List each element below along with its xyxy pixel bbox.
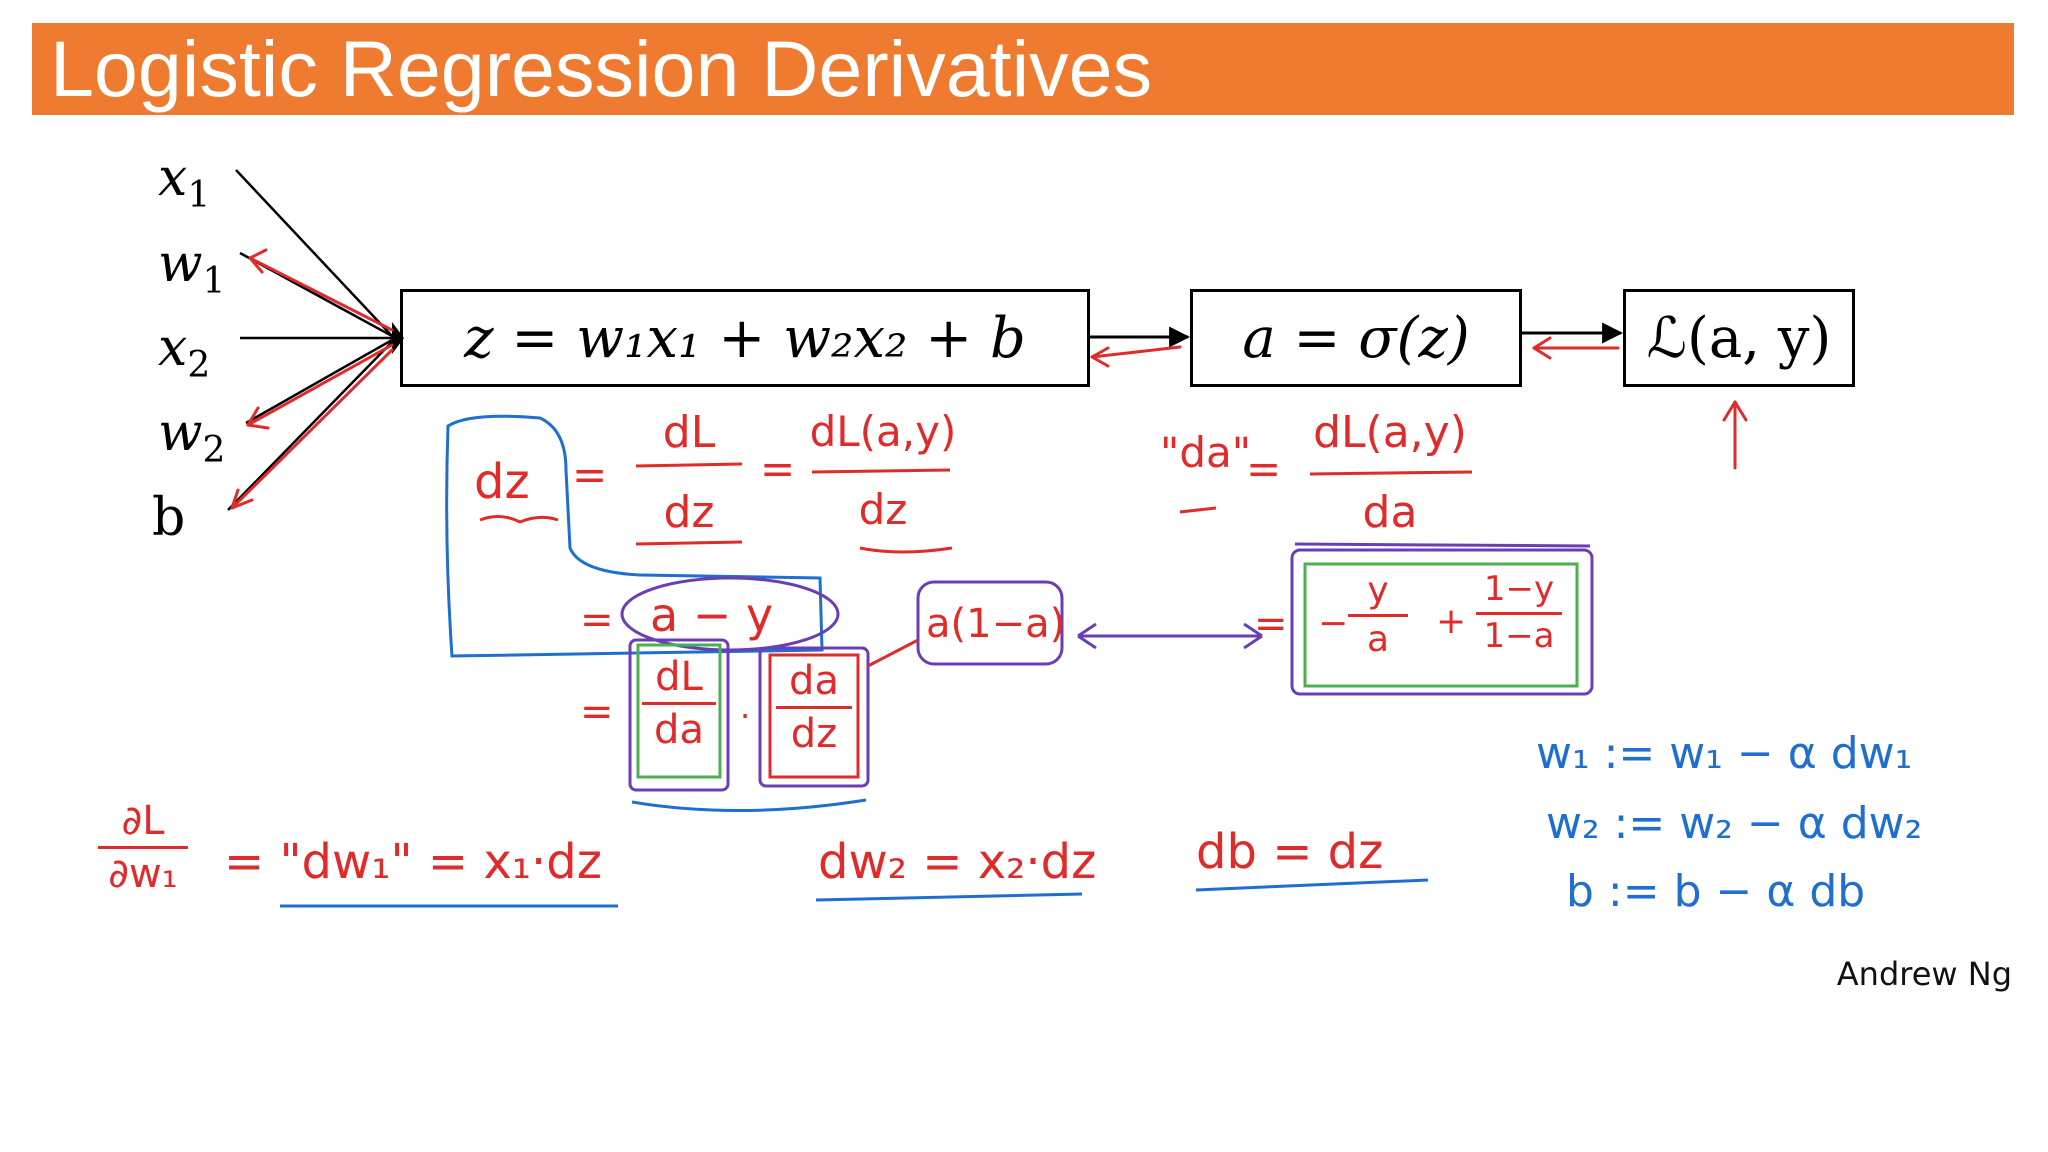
dl-da-green-box — [636, 643, 722, 779]
dw1-equation: = "dw₁" = x₁·dz — [224, 834, 602, 890]
dl-dw1-denominator: ∂w₁ — [108, 851, 178, 897]
blue-underlines — [280, 878, 1429, 908]
one-minus-y-bar — [1476, 611, 1562, 615]
a-minus-y-circle — [620, 576, 840, 652]
y-numerator: y — [1367, 570, 1389, 611]
loss-formula: ℒ(a, y) — [1646, 305, 1832, 371]
dl-da-bar — [642, 702, 716, 705]
dlay-numerator-2: dL(a,y) — [1313, 407, 1467, 458]
a-denominator: a — [1366, 618, 1390, 660]
dlda-expr-green-box — [1303, 562, 1579, 688]
y-over-a-fraction: y a — [1348, 572, 1408, 659]
one-minus-a-denominator: 1−a — [1483, 615, 1555, 656]
neg-sign: − — [1318, 603, 1349, 644]
equals-3: = — [1246, 444, 1282, 493]
z-formula: z = w₁x₁ + w₂x₂ + b — [464, 305, 1026, 371]
dl-dz-fraction: dL dz — [636, 407, 742, 539]
a-one-minus-a: a(1−a) — [926, 601, 1066, 647]
equals-5: = — [580, 689, 614, 735]
da-dz-purple-box — [758, 646, 870, 788]
da-dz-bar — [776, 706, 852, 709]
double-arrow — [1077, 622, 1263, 650]
slide-title: Logistic Regression Derivatives — [50, 24, 1153, 113]
equals-4: = — [580, 597, 614, 643]
loss-box: ℒ(a, y) — [1623, 289, 1855, 387]
equals-6: = — [1254, 601, 1288, 647]
dz-denominator: dz — [663, 487, 715, 539]
da-dz-red-box — [768, 653, 860, 779]
dz-highlight-outline — [445, 414, 824, 658]
dlay-dz-fraction: dL(a,y) dz — [808, 407, 958, 535]
da-quote-label: "da" — [1160, 428, 1252, 477]
dl-dw1-fraction: ∂L ∂w₁ — [98, 800, 188, 895]
dlay-numerator: dL(a,y) — [809, 407, 957, 456]
bracket-underline — [631, 798, 867, 812]
input-b: b — [152, 488, 186, 548]
junction-arrowhead — [392, 322, 404, 354]
da-denominator: da — [1362, 487, 1418, 539]
dlda-expr-purple-box — [1290, 548, 1594, 696]
input-x2: x2 — [158, 318, 211, 386]
update-rule-w2: w₂ := w₂ − α dw₂ — [1546, 798, 1923, 849]
input-w2: w2 — [158, 403, 226, 471]
backward-arrows — [230, 248, 1748, 510]
dlay-da-fraction: dL(a,y) da — [1306, 407, 1474, 539]
title-bar: Logistic Regression Derivatives — [32, 23, 2014, 115]
author-credit: Andrew Ng — [1836, 955, 2012, 993]
update-rule-w1: w₁ := w₁ − α dw₁ — [1536, 728, 1913, 779]
one-minus-y-fraction: 1−y 1−a — [1476, 569, 1562, 656]
forward-lines — [227, 169, 393, 511]
a-box: a = σ(z) — [1190, 289, 1522, 387]
db-equation: db = dz — [1196, 824, 1384, 880]
dl-da-fraction: dL da — [642, 656, 716, 751]
plus-sign: + — [1436, 601, 1467, 642]
one-minus-y-numerator: 1−y — [1483, 569, 1555, 609]
a-formula: a = σ(z) — [1242, 305, 1470, 371]
dl-da-purple-box — [628, 638, 730, 792]
dl-dw1-bar — [98, 846, 188, 849]
equals-2: = — [760, 444, 796, 493]
dl-dw1-numerator: ∂L — [121, 798, 165, 844]
a-one-minus-a-box — [916, 580, 1064, 666]
dot-operator: · — [740, 697, 751, 735]
dl-da-denominator: da — [654, 707, 704, 753]
da-dz-numerator: da — [789, 658, 839, 704]
purple-top-line — [1294, 542, 1591, 548]
input-w1: w1 — [158, 234, 226, 302]
da-dz-fraction: da dz — [776, 660, 852, 755]
a-minus-y: a − y — [650, 588, 774, 642]
red-underlines — [479, 462, 1473, 554]
y-over-a-bar — [1348, 613, 1408, 617]
dw2-equation: dw₂ = x₂·dz — [818, 834, 1097, 890]
dz-label: dz — [474, 454, 530, 510]
input-x1: x1 — [158, 148, 211, 216]
equals-1: = — [572, 450, 608, 499]
pointer-line — [867, 638, 919, 668]
da-dz-denominator: dz — [790, 711, 838, 757]
update-rule-b: b := b − α db — [1566, 866, 1866, 917]
dl-da-numerator: dL — [655, 654, 703, 700]
dl-numerator: dL — [662, 407, 716, 458]
dz-denominator-2: dz — [858, 485, 908, 535]
